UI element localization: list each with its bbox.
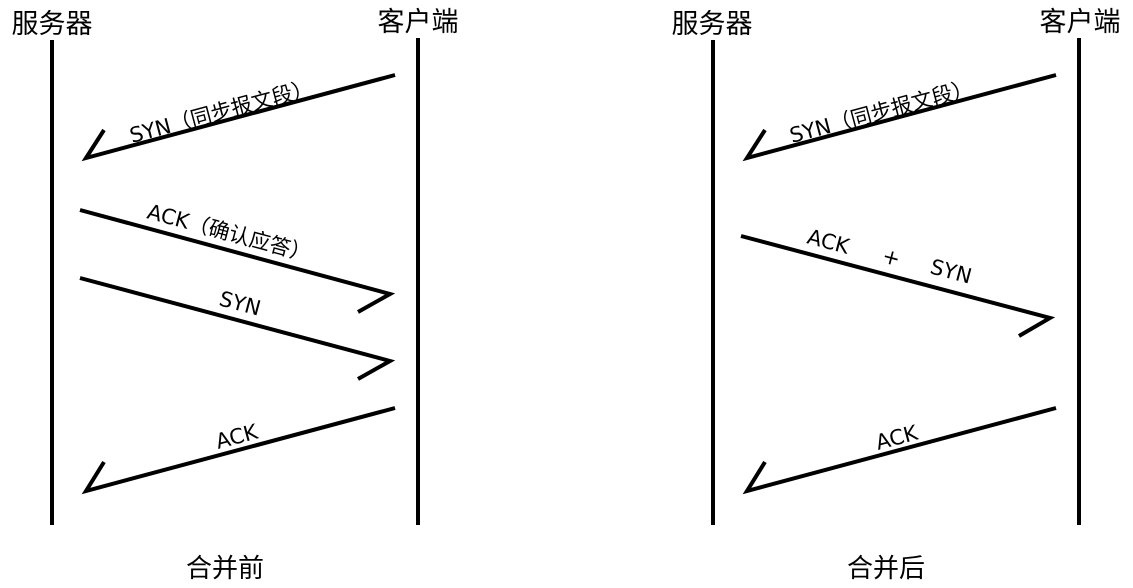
ack-label: ACK — [873, 420, 921, 454]
ack-arrow — [79, 208, 396, 314]
panel-before: 服务器 客户端 SYN（同步报文段） ACK（确认应答） SYN ACK 合并前 — [12, 7, 459, 584]
panel-after: 服务器 客户端 SYN（同步报文段） ACK + SYN ACK 合并后 — [672, 7, 1121, 584]
syn-label: SYN（同步报文段） — [127, 76, 316, 148]
ack-label: ACK — [213, 419, 261, 453]
caption: 合并前 — [186, 554, 264, 584]
syn-label: SYN — [928, 255, 975, 289]
syn-arrow — [81, 73, 396, 162]
syn-arrow — [79, 276, 396, 381]
ack-arrow — [742, 406, 1057, 495]
ack-arrow — [81, 406, 396, 495]
server-label: 服务器 — [12, 9, 93, 40]
caption: 合并后 — [847, 554, 925, 584]
client-label: 客户端 — [378, 7, 459, 38]
server-label: 服务器 — [672, 9, 753, 40]
ack-syn-arrow — [740, 234, 1056, 338]
syn-arrow — [742, 73, 1057, 162]
syn-label: SYN（同步报文段） — [787, 76, 976, 148]
plus-label: + — [880, 244, 903, 272]
client-label: 客户端 — [1040, 7, 1121, 38]
